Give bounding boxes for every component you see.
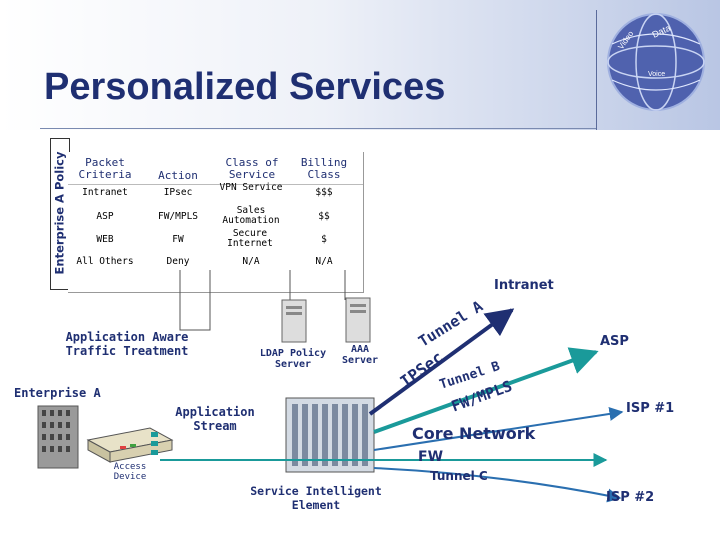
logo-word-voice: Voice — [648, 71, 665, 78]
column-header-billing-class: Billing Class — [300, 156, 348, 181]
column-header-class-of-service: Class of Service — [225, 156, 279, 181]
policy-pointer-line — [179, 270, 211, 331]
ipsec-tunnel-line — [368, 308, 515, 416]
tunnel-c-line — [373, 467, 622, 503]
trunk-marker — [151, 450, 158, 455]
core-network-label: Core Network — [412, 424, 536, 443]
cell-packet-criteria: Intranet — [82, 187, 128, 198]
cell-action: Deny — [166, 256, 190, 267]
cell-action: FW/MPLS — [157, 211, 199, 222]
ldap-policy-server-label: LDAP Policy Server — [259, 348, 327, 370]
cell-action: FW — [172, 234, 184, 245]
header-divider-horizontal — [40, 128, 596, 129]
aaa-server-label: AAA Server — [341, 344, 379, 366]
cell-billing-class: N/A — [315, 256, 333, 267]
column-header-packet-criteria: Packet Criteria — [78, 156, 132, 181]
cell-packet-criteria: All Others — [76, 256, 134, 267]
trunk-marker — [151, 441, 158, 446]
application-stream-label: Application Stream — [175, 405, 255, 433]
building-icon — [37, 405, 79, 469]
access-device-label: Access Device — [113, 462, 147, 482]
aaa-server-icon — [345, 297, 371, 343]
isp2-label: ISP #2 — [606, 490, 655, 505]
cell-packet-criteria: WEB — [96, 234, 114, 245]
cell-class-of-service: Sales Automation — [222, 205, 280, 226]
trunk-marker — [151, 432, 158, 437]
ldap-server-icon — [281, 299, 307, 343]
page-title: Personalized Services — [44, 66, 446, 108]
header-divider-vertical — [596, 10, 597, 130]
fw-label: FW — [418, 449, 444, 465]
access-device-icon — [86, 427, 174, 463]
column-header-action: Action — [158, 169, 198, 182]
cell-class-of-service: N/A — [242, 256, 260, 267]
application-aware-label: Application Aware Traffic Treatment — [65, 330, 189, 358]
tunnel-c-label: Tunnel C — [430, 469, 488, 483]
cell-class-of-service: Secure Internet — [227, 228, 273, 249]
intranet-label: Intranet — [494, 278, 554, 293]
core-network-line — [373, 406, 624, 451]
table-divider — [68, 184, 363, 185]
service-element-label: Service Intelligent Element — [250, 484, 382, 512]
cell-billing-class: $$ — [318, 211, 330, 222]
cell-billing-class: $$$ — [315, 187, 333, 198]
fw-mpls-tunnel-line — [373, 347, 599, 434]
cell-billing-class: $ — [321, 234, 327, 245]
globe-logo: Data Video Voice — [607, 13, 705, 111]
cell-class-of-service: VPN Service — [219, 182, 283, 193]
policy-table — [68, 152, 364, 293]
cell-packet-criteria: ASP — [96, 211, 114, 222]
enterprise-a-label: Enterprise A — [14, 386, 101, 400]
cell-action: IPsec — [163, 187, 193, 198]
isp1-label: ISP #1 — [626, 401, 675, 416]
asp-label: ASP — [600, 334, 629, 349]
header-band — [0, 0, 720, 130]
